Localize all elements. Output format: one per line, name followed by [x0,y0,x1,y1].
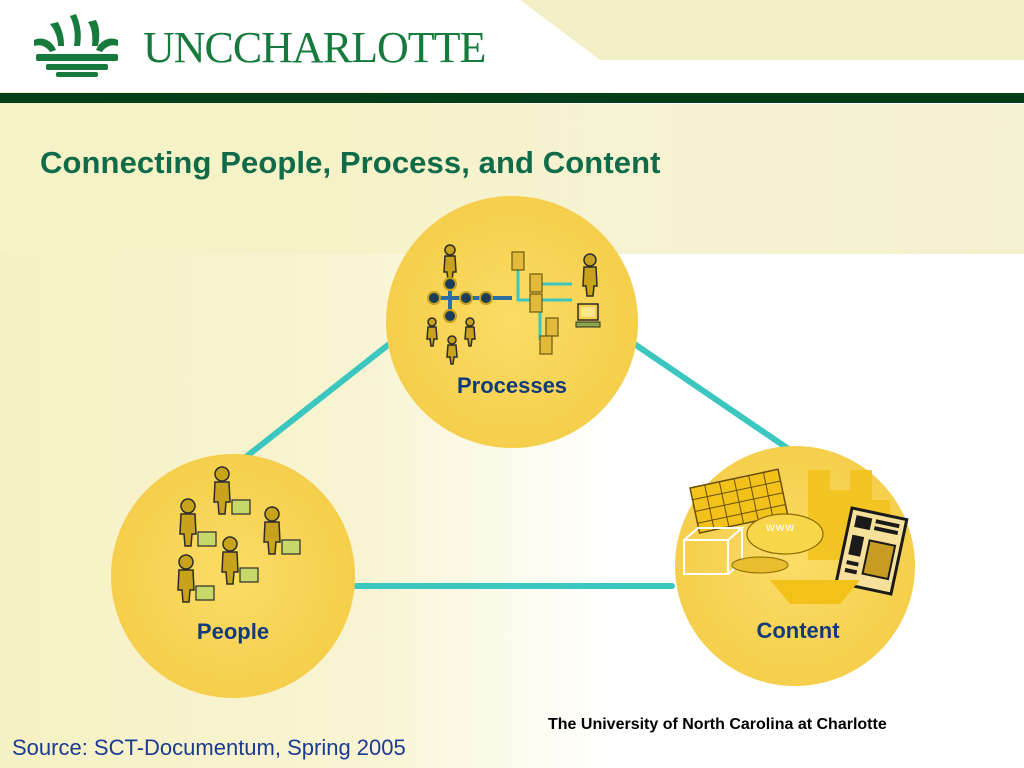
header-divider [0,93,1024,103]
connector-processes-content [633,342,793,453]
crown-logo-icon [34,14,118,77]
processes-label: Processes [456,373,568,398]
slide-title: Connecting People, Process, and Content [40,145,661,180]
people-group-icon [177,466,301,603]
university-name: The University of North Carolina at Char… [548,716,887,733]
content-label: Content [756,618,840,643]
content-collage-icon [683,468,909,604]
university-wordmark: UNCCHARLOTTE [143,23,486,72]
process-flow-icon [426,244,601,365]
www-label: www [766,520,795,534]
source-citation: Source: SCT-Documentum, Spring 2005 [12,735,406,760]
people-label: People [196,619,270,644]
connector-processes-people [239,342,391,463]
